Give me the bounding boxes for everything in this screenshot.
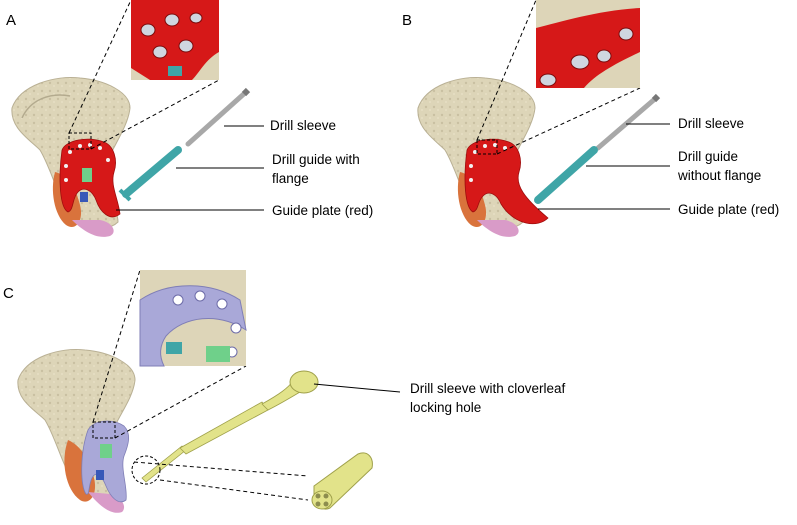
drill-guide-b: [534, 146, 598, 204]
green-part-a: [82, 168, 92, 182]
zoom-line-c-2: [114, 365, 247, 439]
tip-zoom-line-2: [159, 479, 309, 501]
label-drill-guide-a-line2: flange: [272, 171, 309, 186]
detail-box-marker-b: [476, 139, 498, 155]
zoom-line-a-2: [90, 79, 220, 150]
blue-part-c: [96, 470, 104, 480]
detail-box-marker-c: [92, 421, 116, 439]
guide-plate-b: [464, 138, 549, 225]
panel-c-letter: C: [3, 285, 14, 302]
label-drill-sleeve-a: Drill sleeve: [270, 118, 337, 133]
zoom-line-a-1: [68, 0, 132, 134]
label-drill-sleeve-b: Drill sleeve: [678, 116, 745, 131]
drill-sleeve-c: [141, 370, 319, 483]
lavender-plate-c: [81, 420, 129, 503]
zoom-inset-b: [536, 0, 640, 88]
panel-b-letter: B: [402, 12, 413, 29]
detail-box-marker-a: [68, 132, 92, 150]
panel-a-letter: A: [6, 12, 17, 29]
guide-plate-holes-b: [469, 143, 507, 182]
label-drill-guide-a-line1: Drill guide with: [272, 152, 360, 167]
drill-guide-a: [122, 146, 182, 198]
label-drill-guide-b-line1: Drill guide: [678, 149, 739, 164]
label-drill-sleeve-c-line2: locking hole: [410, 400, 482, 415]
zoom-line-b-1: [476, 0, 537, 141]
green-part-c: [100, 444, 112, 458]
leader-drill-sleeve-c: [313, 383, 401, 393]
zoom-line-c-1: [92, 269, 141, 423]
zoom-inset-c: [139, 270, 247, 367]
drill-sleeve-b: [595, 95, 659, 151]
panel-b-illustration: [417, 0, 670, 237]
tip-zoom-line-1: [133, 461, 309, 477]
cloverleaf-tip-detail: [311, 452, 373, 510]
label-drill-sleeve-c-line1: Drill sleeve with cloverleaf: [410, 381, 566, 396]
label-guide-plate-a: Guide plate (red): [272, 203, 374, 218]
tip-detail-circle: [131, 455, 161, 485]
pink-bone-b: [477, 220, 519, 237]
pink-bone-a: [72, 220, 114, 237]
panel-c-illustration: [17, 269, 401, 513]
blue-part-a: [80, 192, 88, 202]
zoom-line-b-2: [496, 87, 641, 155]
label-drill-guide-b-line2: without flange: [678, 168, 762, 183]
panel-a-illustration: [11, 0, 264, 237]
zoom-inset-a: [131, 0, 219, 80]
label-guide-plate-b: Guide plate (red): [678, 202, 780, 217]
drill-sleeve-a: [185, 89, 249, 147]
